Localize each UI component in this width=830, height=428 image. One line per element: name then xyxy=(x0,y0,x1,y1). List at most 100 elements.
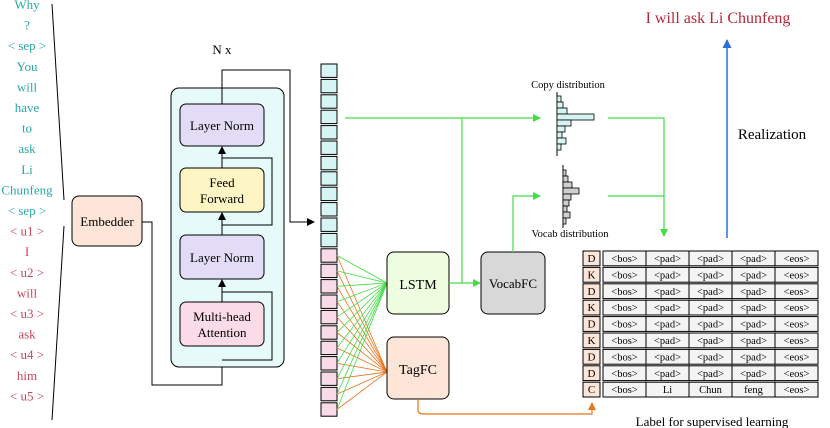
fan-line-tagfc xyxy=(336,332,388,373)
vocab-dist-bar xyxy=(562,199,570,207)
vocab-dist-bar xyxy=(562,193,572,201)
hidden-state-cell xyxy=(320,186,338,202)
hidden-state-cell xyxy=(320,340,338,356)
input-token: I xyxy=(25,244,29,259)
residual-loop-1 xyxy=(222,291,273,361)
hidden-state-cell xyxy=(320,309,338,325)
input-token: ask xyxy=(18,141,36,156)
layer-norm-top-label: Layer Norm xyxy=(190,118,254,133)
vocab-dist-bar xyxy=(562,175,569,183)
label-token: <pad> xyxy=(740,352,767,363)
label-token-cell xyxy=(774,365,819,382)
mha-label-line1: Multi-head xyxy=(193,309,251,324)
input-token: will xyxy=(17,79,38,94)
label-token: <bos> xyxy=(611,385,638,396)
repeat-label: N x xyxy=(212,42,232,57)
vocabfc-label: VocabFC xyxy=(489,276,537,291)
label-token: <eos> xyxy=(784,369,810,380)
hidden-state-cell xyxy=(320,217,338,232)
label-token-cell xyxy=(774,266,819,283)
lstm-label: LSTM xyxy=(399,278,437,293)
copy-dist-bar xyxy=(556,101,564,109)
hidden-state-cell xyxy=(320,171,338,186)
tagfc-to-table-arrow xyxy=(417,399,596,415)
hidden-state-cell xyxy=(320,63,338,78)
label-token: <pad> xyxy=(697,303,724,314)
fan-line-tagfc xyxy=(336,347,388,373)
label-tag: K xyxy=(588,302,596,314)
copydist-to-table-arrow xyxy=(608,117,668,237)
fan-line-lstm xyxy=(336,282,388,287)
label-token: Chun xyxy=(699,385,723,396)
hidden-state-cell xyxy=(320,140,338,155)
label-tag-cell xyxy=(582,348,601,365)
label-token: <bos> xyxy=(611,287,638,298)
vocab-dist-bar xyxy=(562,187,580,195)
label-token: <eos> xyxy=(784,303,810,314)
label-token: <eos> xyxy=(784,270,810,281)
label-tag: K xyxy=(588,335,596,347)
label-tag: K xyxy=(588,269,596,281)
label-token-cell xyxy=(774,316,819,332)
label-token: <pad> xyxy=(697,287,724,298)
label-token: <eos> xyxy=(784,385,810,396)
label-token: <pad> xyxy=(740,369,767,380)
input-token: < u2 > xyxy=(10,265,44,280)
label-token: <eos> xyxy=(784,336,810,347)
vocab-dist-bar xyxy=(562,205,568,213)
label-token: <eos> xyxy=(784,352,810,363)
label-tag-cell xyxy=(582,381,601,398)
hidden-state-cell xyxy=(320,78,338,94)
fan-line-lstm xyxy=(336,282,388,303)
hidden-state-cell xyxy=(320,125,338,140)
hidden-state-cell xyxy=(320,325,338,340)
label-token: <bos> xyxy=(611,336,638,347)
label-token: <bos> xyxy=(611,352,638,363)
label-token: <bos> xyxy=(611,254,638,265)
hidden-state-cell xyxy=(320,279,338,294)
label-token: <pad> xyxy=(697,369,724,380)
input-token: You xyxy=(16,59,38,74)
label-token: <pad> xyxy=(654,320,681,331)
input-token: < u1 > xyxy=(10,224,44,239)
label-token: <pad> xyxy=(740,287,767,298)
vocabfc-to-vocabdist-arrow xyxy=(512,192,541,252)
fan-line-tagfc xyxy=(336,301,388,373)
input-token: < u4 > xyxy=(10,347,44,362)
hidden-state-cell xyxy=(320,294,338,309)
fan-line-tagfc xyxy=(336,371,388,410)
input-token: ask xyxy=(18,327,36,342)
label-token: Li xyxy=(663,385,672,396)
transformer-output-arrow xyxy=(221,69,315,226)
fan-line-lstm xyxy=(336,282,388,318)
embedder-box xyxy=(71,195,143,247)
hidden-state-column xyxy=(320,63,338,417)
hidden-state-cell xyxy=(320,232,338,248)
label-token: <pad> xyxy=(740,320,767,331)
label-token: <pad> xyxy=(654,287,681,298)
label-token: <pad> xyxy=(697,320,724,331)
label-token-cell xyxy=(774,299,819,316)
vocab-dist-bar xyxy=(562,181,573,189)
copy-dist-bar xyxy=(556,125,566,133)
fan-line-tagfc xyxy=(336,371,388,380)
label-tag: C xyxy=(588,384,595,396)
vocab-dist-bar xyxy=(562,217,567,225)
label-caption: Label for supervised learning xyxy=(636,414,789,428)
copy-dist-bar xyxy=(556,131,563,139)
label-token-cell xyxy=(774,332,819,349)
vocab-distribution-histogram xyxy=(562,165,580,228)
label-token: <eos> xyxy=(784,320,810,331)
vocab-distribution-label: Vocab distribution xyxy=(531,229,609,240)
label-token: <pad> xyxy=(654,336,681,347)
input-token: < sep > xyxy=(8,203,47,218)
fan-line-lstm xyxy=(336,282,388,333)
fan-line-tagfc xyxy=(336,255,388,373)
hidden-state-cell xyxy=(320,356,338,371)
fan-line-lstm xyxy=(336,282,388,410)
input-token: ? xyxy=(24,18,30,33)
input-token: will xyxy=(17,285,38,300)
fan-line-lstm xyxy=(336,282,388,349)
layer-norm-bottom-label: Layer Norm xyxy=(190,250,254,265)
